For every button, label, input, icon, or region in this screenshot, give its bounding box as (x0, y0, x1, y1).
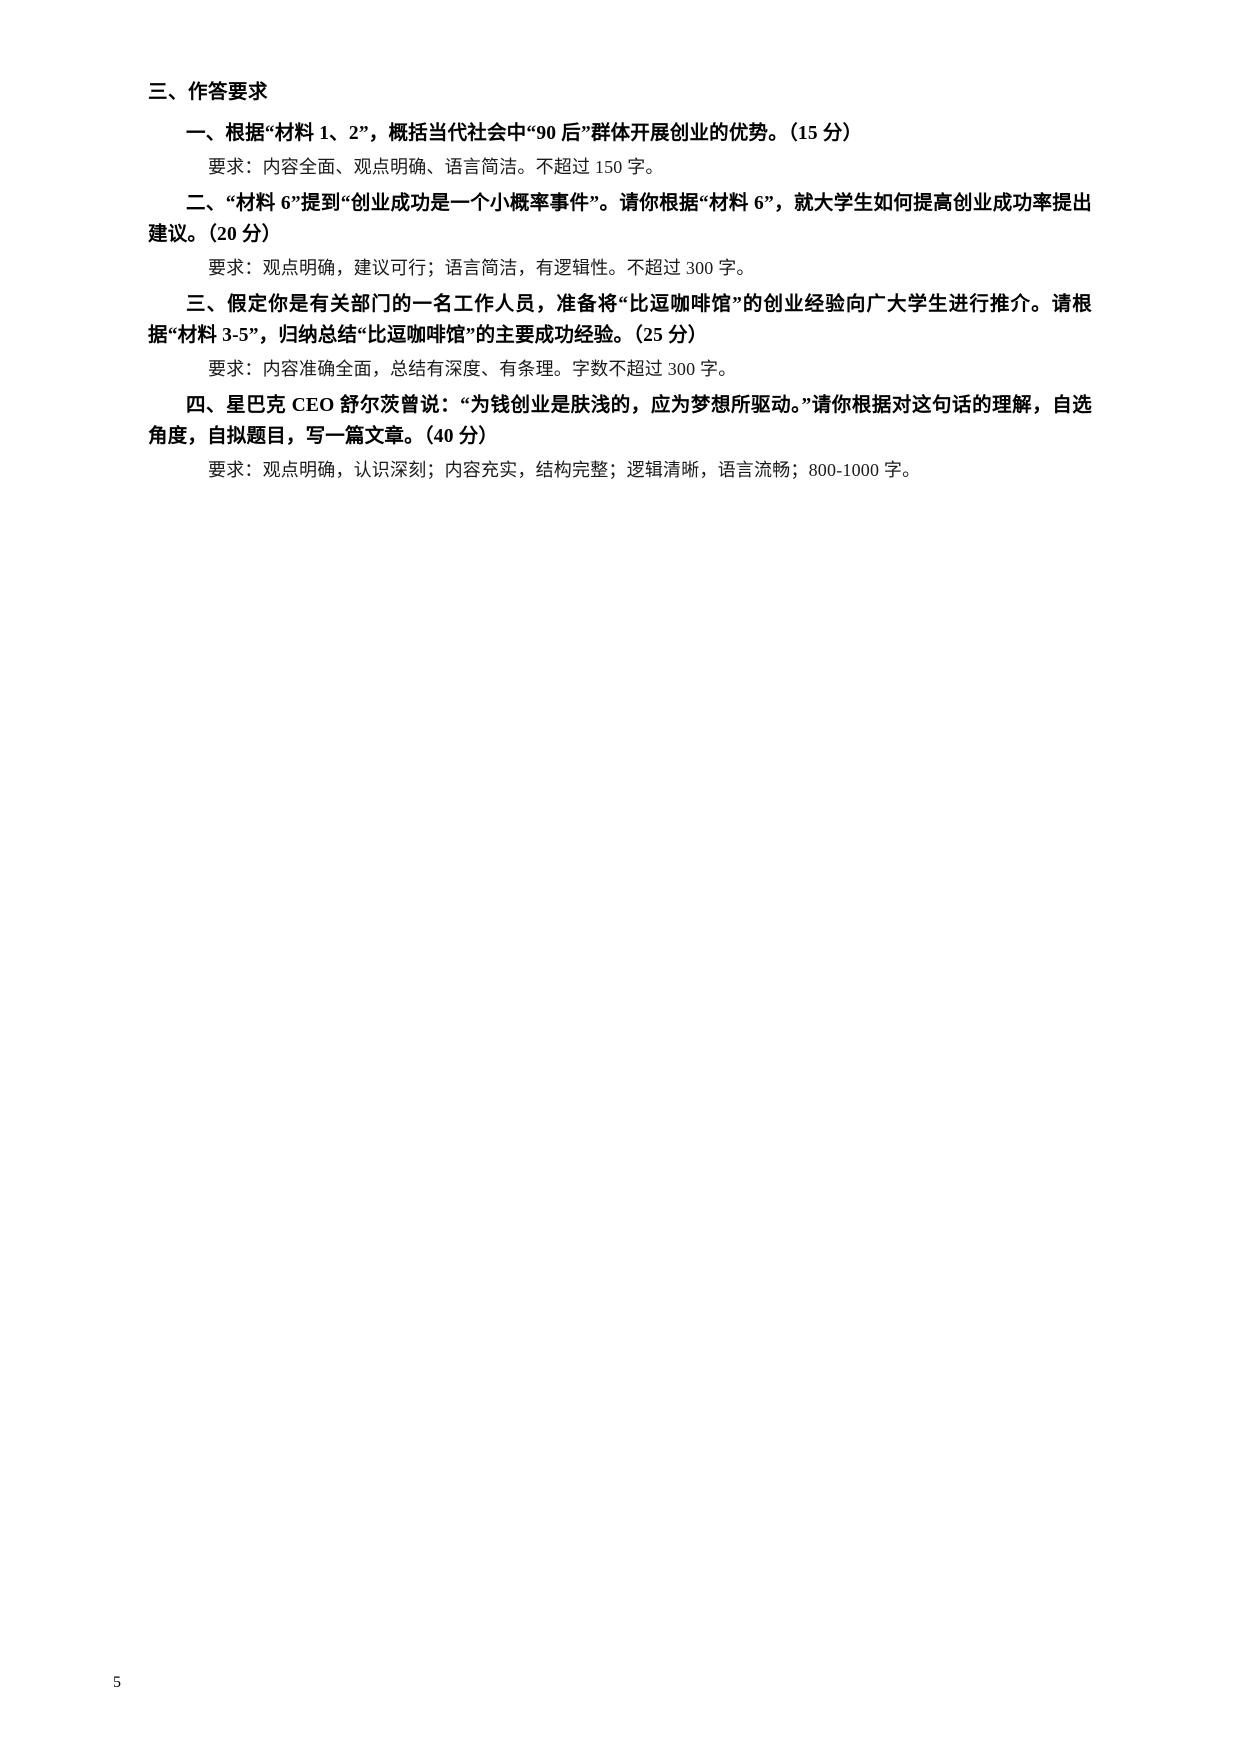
question-statement-2: 二、“材料 6”提到“创业成功是一个小概率事件”。请你根据“材料 6”，就大学生… (148, 193, 1092, 245)
question-block-4: 四、星巴克 CEO 舒尔茨曾说：“为钱创业是肤浅的，应为梦想所驱动。”请你根据对… (148, 390, 1092, 485)
question-block-2: 二、“材料 6”提到“创业成功是一个小概率事件”。请你根据“材料 6”，就大学生… (148, 188, 1092, 283)
question-block-3: 三、假定你是有关部门的一名工作人员，准备将“比逗咖啡馆”的创业经验向广大学生进行… (148, 289, 1092, 384)
question-requirement-3: 要求：内容准确全面，总结有深度、有条理。字数不超过 300 字。 (208, 359, 737, 379)
question-statement-1: 一、根据“材料 1、2”，概括当代社会中“90 后”群体开展创业的优势。（15 … (186, 123, 863, 144)
question-requirement-2: 要求：观点明确，建议可行；语言简洁，有逻辑性。不超过 300 字。 (208, 258, 755, 278)
question-statement-3: 三、假定你是有关部门的一名工作人员，准备将“比逗咖啡馆”的创业经验向广大学生进行… (148, 294, 1092, 346)
question-block-1: 一、根据“材料 1、2”，概括当代社会中“90 后”群体开展创业的优势。（15 … (148, 118, 1092, 182)
page-content: 三、作答要求 一、根据“材料 1、2”，概括当代社会中“90 后”群体开展创业的… (148, 78, 1092, 491)
section-heading-answer-requirements: 三、作答要求 (148, 82, 269, 103)
question-requirement-1: 要求：内容全面、观点明确、语言简洁。不超过 150 字。 (208, 157, 664, 177)
question-requirement-4: 要求：观点明确，认识深刻；内容充实，结构完整；逻辑清晰，语言流畅；800-100… (208, 460, 921, 480)
question-statement-4: 四、星巴克 CEO 舒尔茨曾说：“为钱创业是肤浅的，应为梦想所驱动。”请你根据对… (148, 395, 1092, 447)
page-number: 5 (113, 1674, 121, 1691)
